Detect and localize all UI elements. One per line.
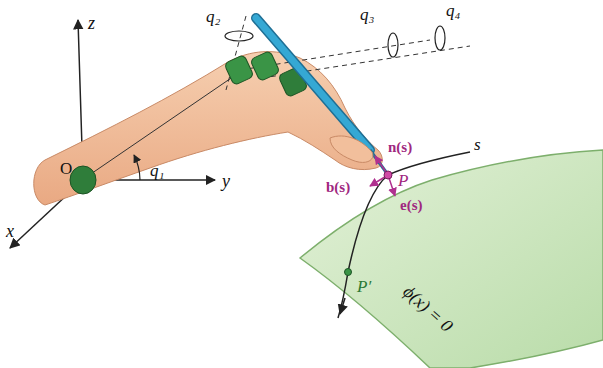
joint-label: q₂ [206,8,220,25]
joint-label: q₄ [446,2,460,19]
axis-label: z [88,14,95,32]
arm [34,52,383,205]
point-label: P [398,172,408,189]
point-label: P′ [357,278,371,295]
surface [300,150,603,368]
tangent-vector-label: e(s) [400,198,423,213]
normal-vector-label: n(s) [388,140,412,155]
joint-label: q₃ [360,6,374,23]
joint-label: q₁ [150,162,164,179]
binormal-vector-label: b(s) [326,180,350,195]
curve-label: s [474,136,481,153]
axis-label: y [222,172,230,190]
origin-label: O [60,160,72,177]
axis-label: x [6,222,14,240]
